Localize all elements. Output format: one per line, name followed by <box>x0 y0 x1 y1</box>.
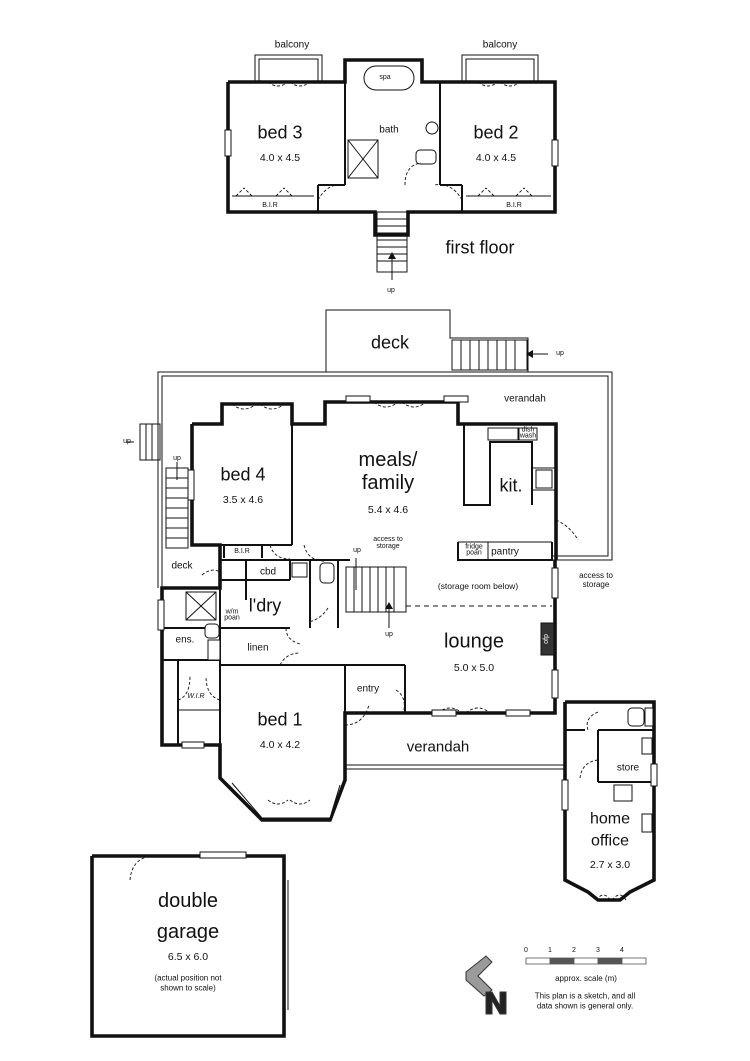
cooktop <box>535 469 553 489</box>
office-toilet <box>627 707 645 727</box>
lounge-name: lounge <box>443 630 505 653</box>
balcony-right-rail <box>461 54 539 82</box>
left-stair-up: up <box>173 454 181 462</box>
garage-name: double garage <box>156 890 220 943</box>
verandah-outline <box>157 371 613 588</box>
home-office-plan <box>561 700 658 902</box>
linen-label: linen <box>247 642 269 654</box>
wir-label: W.I.R <box>187 692 205 700</box>
basin <box>425 121 439 135</box>
bed4-dims: 3.5 x 4.6 <box>222 493 264 506</box>
ofp-label: ofp <box>542 634 550 644</box>
laundry-label: l'dry <box>248 595 282 616</box>
first-floor-outer-wall <box>226 58 557 237</box>
balcony-right-label: balcony <box>482 39 518 51</box>
verandah-steps <box>126 423 161 461</box>
verandah-bottom-label: verandah <box>406 738 470 756</box>
bed3-bir: B.I.R <box>262 201 278 209</box>
ground-floor-plan <box>126 309 613 822</box>
bed1-dims: 4.0 x 4.2 <box>259 738 301 751</box>
first-floor-plan <box>224 54 559 280</box>
home-office-wall <box>563 700 656 902</box>
bed3-name: bed 3 <box>257 122 303 143</box>
toilet <box>415 149 437 165</box>
ens-toilet <box>204 623 220 639</box>
store-label: store <box>616 762 640 774</box>
fireplace <box>540 622 555 656</box>
ens-label: ens. <box>175 634 195 646</box>
garage-plan <box>90 851 289 1038</box>
deck-left-label: deck <box>171 560 193 572</box>
balcony-left-rail <box>254 54 323 82</box>
ens-basin <box>207 639 221 661</box>
sink <box>487 427 519 441</box>
access-storage-right: access to storage <box>579 570 613 589</box>
verandah-top-label: verandah <box>504 393 546 405</box>
home-office-name: home office <box>589 810 631 849</box>
north-arrow-icon <box>465 955 507 1015</box>
pantry-wall <box>457 542 553 561</box>
cbd-label: cbd <box>259 566 277 578</box>
storage-stair <box>345 558 407 628</box>
meals-family-dims: 5.4 x 4.6 <box>367 503 409 516</box>
deck-top-label: deck <box>370 332 410 353</box>
bed2-dims: 4.0 x 4.5 <box>475 151 517 164</box>
first-floor-stair <box>376 211 408 280</box>
garage-note: (actual position not shown to scale) <box>154 973 222 993</box>
fridge-label: fridge poan <box>465 543 483 557</box>
home-office-dims: 2.7 x 3.0 <box>589 858 631 871</box>
pantry-label: pantry <box>491 546 519 558</box>
scale-caption: approx. scale (m) <box>555 973 617 983</box>
storage-stair-up-top: up <box>353 546 361 554</box>
bed1-wall <box>220 664 346 713</box>
garage-dims: 6.5 x 6.0 <box>167 950 209 963</box>
bed2-name: bed 2 <box>473 122 519 143</box>
dishwasher <box>518 427 538 441</box>
office-sink <box>613 784 633 802</box>
kitchen-wall <box>463 424 533 506</box>
bed2-bir: B.I.R <box>506 201 522 209</box>
first-floor-stair-up: up <box>387 286 395 294</box>
access-storage-small: access to storage <box>373 536 403 550</box>
deck-top-up: up <box>556 349 564 357</box>
ldry-sink <box>291 562 308 578</box>
scale-tick-4: 4 <box>620 946 624 954</box>
first-floor-title: first floor <box>445 237 515 258</box>
spa-bath <box>363 65 415 91</box>
entry-label: entry <box>356 683 380 695</box>
kitchen-label: kit. <box>499 475 523 496</box>
dish-wash-label: dish wash <box>519 426 537 440</box>
lounge-dims: 5.0 x 5.0 <box>453 661 495 674</box>
scale-bar <box>525 957 647 965</box>
bed3-dims: 4.0 x 4.5 <box>259 151 301 164</box>
wm-label: w/m poan <box>224 608 240 622</box>
bed1-name: bed 1 <box>257 709 303 730</box>
storage-stair-up-bottom: up <box>385 630 393 638</box>
spa-label: spa <box>379 73 391 81</box>
bed4-bir: B.I.R <box>234 547 250 555</box>
scale-tick-0: 0 <box>524 946 528 954</box>
deck-outline <box>325 309 529 372</box>
deck-stair <box>451 339 548 371</box>
meals-family-name: meals/ family <box>358 449 418 494</box>
balcony-left-label: balcony <box>274 39 310 51</box>
scale-tick-3: 3 <box>596 946 600 954</box>
left-deck-stair <box>165 462 189 549</box>
scale-tick-1: 1 <box>548 946 552 954</box>
bed4-name: bed 4 <box>220 464 266 485</box>
bath-label: bath <box>379 124 399 136</box>
disclaimer: This plan is a sketch, and all data show… <box>534 991 636 1011</box>
ldry-toilet <box>319 562 335 584</box>
verandah-steps-up: up <box>123 437 131 445</box>
scale-tick-2: 2 <box>572 946 576 954</box>
storage-below-label: (storage room below) <box>437 581 519 592</box>
north-wall <box>192 400 558 560</box>
